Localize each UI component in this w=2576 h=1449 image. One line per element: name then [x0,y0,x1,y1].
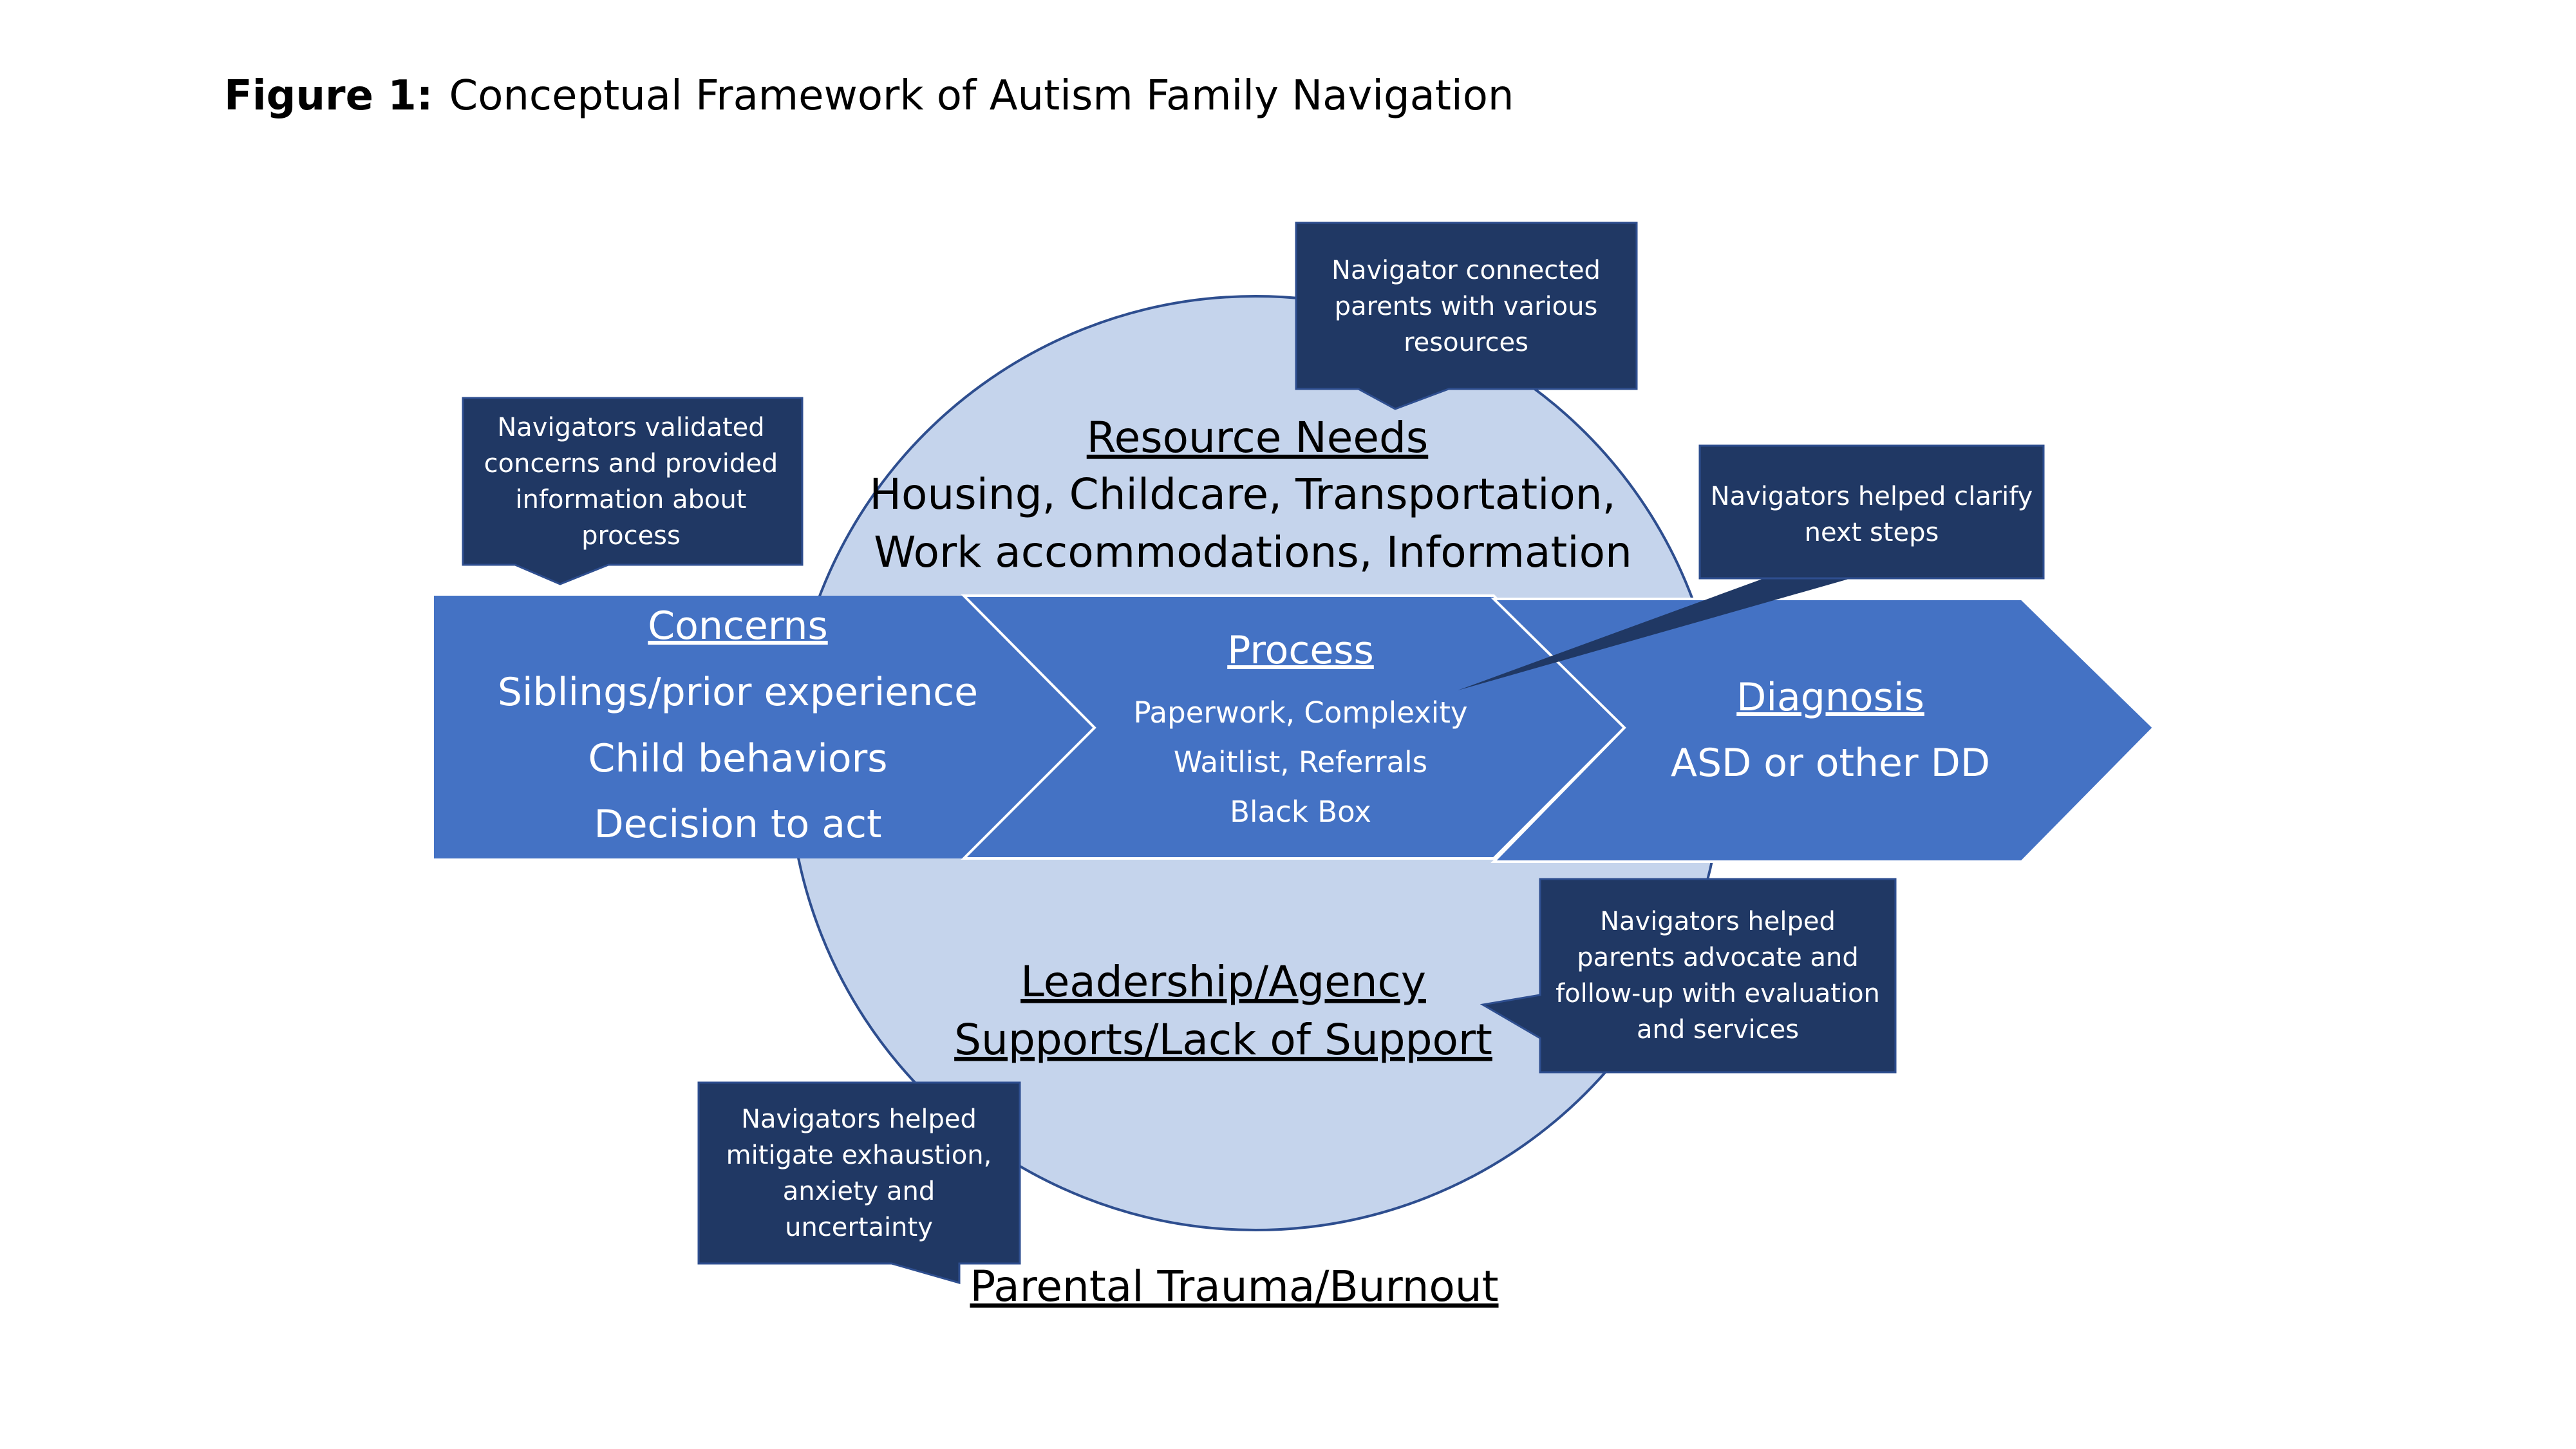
callout-line: Navigator connected [1331,256,1601,285]
figure-title: Figure 1: Conceptual Framework of Autism… [224,72,1514,120]
process-item: Black Box [1230,795,1371,829]
diagnosis-heading: Diagnosis [1736,675,1924,720]
callout-line: follow-up with evaluation [1556,979,1880,1009]
diagnosis-arrow [1490,598,2156,863]
callout-line: next steps [1805,518,1939,547]
resource-needs-line2: Work accommodations, Information [874,527,1632,577]
callout-line: anxiety and [783,1177,935,1206]
parental-trauma-heading: Parental Trauma/Burnout [970,1262,1498,1311]
concerns-item: Decision to act [594,802,881,847]
leadership-agency-heading: Leadership/Agency [1020,957,1426,1007]
process-item: Waitlist, Referrals [1174,745,1427,779]
callout-line: information about [516,485,747,515]
callout-line: Navigators helped clarify [1711,482,2033,511]
callout-mitigate-exhaustion: Navigators helped mitigate exhaustion, a… [697,1081,1021,1284]
callout-line: Navigators helped [741,1104,977,1134]
concerns-item: Child behaviors [588,736,887,781]
callout-line: parents advocate and [1577,943,1858,972]
callout-line: process [581,521,681,551]
callout-line: mitigate exhaustion, [726,1141,992,1170]
callout-line: Navigators validated [497,413,764,442]
resource-needs-heading: Resource Needs [1087,413,1429,462]
callout-connected-resources: Navigator connected parents with various… [1295,222,1638,410]
figure-label: Figure 1: [224,72,433,120]
callout-line: resources [1404,328,1528,357]
concerns-heading: Concerns [648,603,827,649]
concerns-arrow [434,596,1095,858]
callout-advocate-follow-up: Navigators helped parents advocate and f… [1480,878,1897,1074]
callout-validated-concerns: Navigators validated concerns and provid… [462,397,804,585]
concerns-item: Siblings/prior experience [498,670,978,715]
figure-caption: Conceptual Framework of Autism Family Na… [449,72,1514,120]
process-heading: Process [1227,628,1374,673]
callout-line: concerns and provided [484,449,778,478]
supports-heading: Supports/Lack of Support [954,1015,1492,1065]
diagnosis-item: ASD or other DD [1671,741,1990,786]
callout-line: parents with various [1335,292,1598,321]
callout-line: and services [1637,1015,1799,1045]
callout-line: Navigators helped [1600,907,1836,936]
process-item: Paperwork, Complexity [1133,696,1467,730]
process-arrow [961,594,1626,860]
resource-needs-line1: Housing, Childcare, Transportation, [869,469,1615,519]
callout-clarify-next-steps: Navigators helped clarify next steps [1454,444,2045,690]
callout-line: uncertainty [785,1213,933,1242]
